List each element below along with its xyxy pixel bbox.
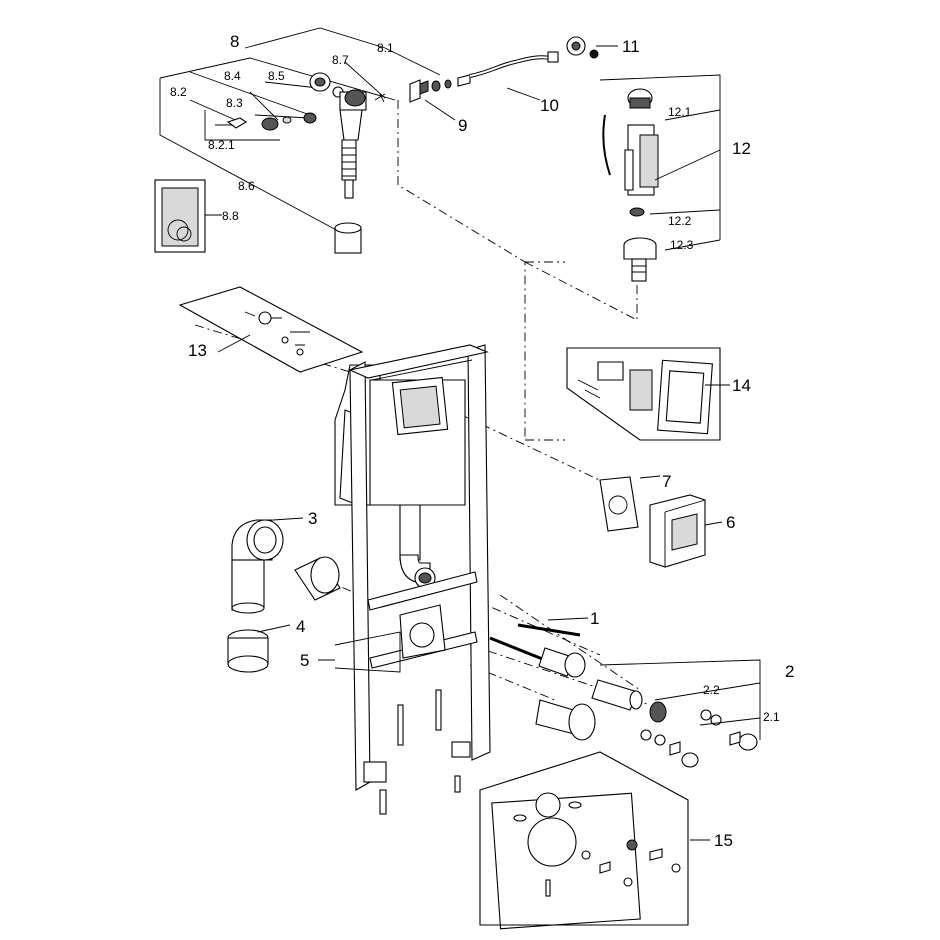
label-12: 12 <box>732 139 751 158</box>
part-8-6-sleeve <box>334 222 362 254</box>
part-14-service-kit <box>566 347 721 441</box>
label-2-2: 2.2 <box>703 683 720 697</box>
part-4-cap <box>227 629 269 673</box>
label-13: 13 <box>188 341 207 360</box>
label-4: 4 <box>296 617 305 636</box>
label-12-1: 12.1 <box>668 105 692 119</box>
label-7: 7 <box>662 472 671 491</box>
label-2-1: 2.1 <box>763 710 780 724</box>
part-connector-sleeve <box>294 556 341 601</box>
label-1: 1 <box>590 609 599 628</box>
part-11-valve <box>566 36 599 59</box>
label-5: 5 <box>300 651 309 670</box>
label-8: 8 <box>230 32 239 51</box>
label-8-7: 8.7 <box>332 53 349 67</box>
label-10: 10 <box>540 96 559 115</box>
label-12-3: 12.3 <box>670 238 694 252</box>
part-6-box <box>649 494 723 568</box>
installation-frame <box>334 344 491 815</box>
label-14: 14 <box>732 376 751 395</box>
part-13-accessory-tray <box>178 286 364 373</box>
label-leader-lines <box>217 45 730 841</box>
label-8-6: 8.6 <box>238 179 255 193</box>
part-7-cover-plate <box>599 475 661 532</box>
label-8-2: 8.2 <box>170 85 187 99</box>
part-1-bolts-connectors <box>489 623 667 741</box>
label-15: 15 <box>714 831 733 850</box>
label-9: 9 <box>458 116 467 135</box>
part-8-8-bag <box>154 179 222 253</box>
label-8-5: 8.5 <box>268 69 285 83</box>
label-8-2-1: 8.2.1 <box>208 138 235 152</box>
label-3: 3 <box>308 509 317 528</box>
label-11: 11 <box>622 37 640 56</box>
label-8-8: 8.8 <box>222 209 239 223</box>
label-8-1: 8.1 <box>377 41 394 55</box>
callout-labels: 8 8.1 8.2 8.2.1 8.3 8.4 8.5 8.6 8.7 8.8 … <box>170 32 794 850</box>
part-9-clip <box>409 79 452 103</box>
label-6: 6 <box>726 513 735 532</box>
part-3-bend <box>231 519 284 614</box>
label-2: 2 <box>785 662 794 681</box>
label-8-4: 8.4 <box>224 69 241 83</box>
label-12-2: 12.2 <box>668 214 692 228</box>
part-15-insulation-pad <box>479 751 689 930</box>
part-12-flush-valve <box>599 74 721 282</box>
part-8-fill-valve <box>226 72 386 199</box>
part-2-screws-washers <box>599 659 761 768</box>
label-8-3: 8.3 <box>226 96 243 110</box>
part-10-hose <box>457 51 559 87</box>
